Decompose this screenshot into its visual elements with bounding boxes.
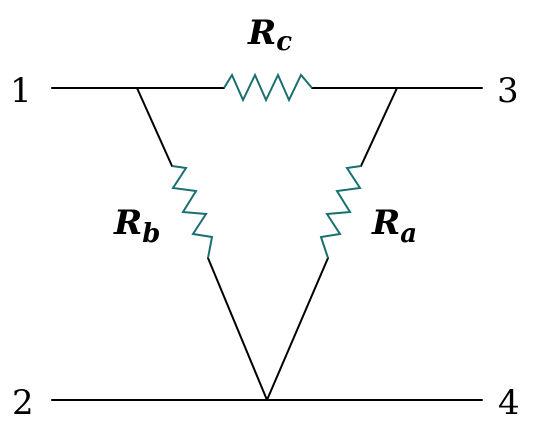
terminal-4-label: 4 (498, 383, 520, 422)
right-branch-lower-wire (266, 257, 329, 401)
resistor-ra-symbol (319, 165, 362, 259)
terminal-1-label: 1 (10, 71, 32, 111)
resistor-rc-subscript: c (276, 27, 292, 57)
resistor-rb-symbol (171, 165, 214, 259)
right-branch-upper-wire (360, 87, 398, 167)
resistor-rb-subscript: b (142, 219, 160, 249)
resistor-ra-name: R (371, 203, 400, 243)
terminal-2-label: 2 (12, 383, 34, 422)
resistor-ra-label: Ra (371, 203, 417, 249)
left-branch-lower-wire (207, 257, 268, 401)
left-branch-upper-wire (136, 87, 173, 167)
terminal-3-label: 3 (497, 71, 519, 111)
resistor-rc-label: Rc (247, 13, 292, 57)
resistor-rb-label: Rb (113, 203, 160, 249)
resistor-ra-subscript: a (400, 219, 417, 249)
resistor-rb-name: R (113, 203, 142, 243)
resistor-rc-name: R (247, 13, 276, 53)
resistor-rc-symbol (223, 72, 313, 103)
